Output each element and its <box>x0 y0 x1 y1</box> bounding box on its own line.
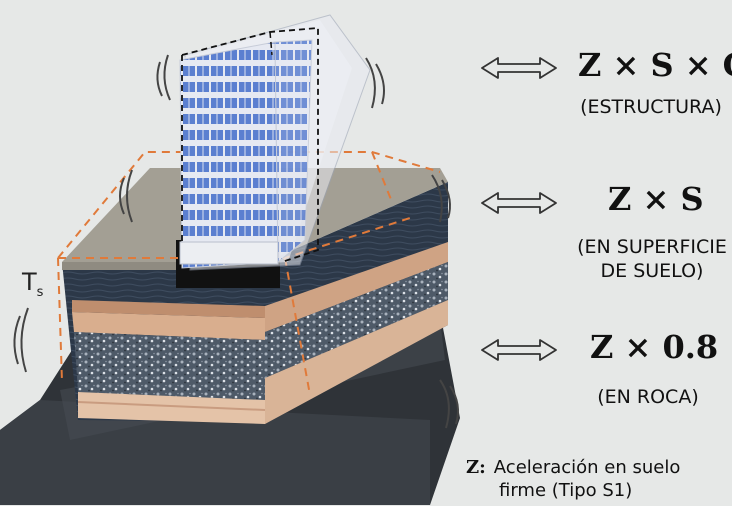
vibration-lines-icon <box>13 54 459 429</box>
site-period-label: Ts <box>22 268 44 300</box>
legend-note: Z: Aceleración en suelo firme (Tipo S1) <box>466 456 680 502</box>
surface-formula: Z × S <box>608 180 704 218</box>
legend-line1: Aceleración en suelo <box>493 457 681 478</box>
legend-line2: firme (Tipo S1) <box>499 480 633 501</box>
rock-note: (EN ROCA) <box>597 386 699 408</box>
structure-formula: Z × S × C <box>578 46 732 84</box>
structure-note: (ESTRUCTURA) <box>580 96 722 118</box>
soil-profile <box>62 182 448 424</box>
legend-symbol: Z: <box>466 457 486 478</box>
rock-formula: Z × 0.8 <box>590 328 719 366</box>
surface-note-line2: DE SUELO) <box>600 260 704 282</box>
double-arrow-icon <box>481 57 557 361</box>
building <box>179 14 371 271</box>
surface-note-line1: (EN SUPERFICIE <box>577 236 727 258</box>
